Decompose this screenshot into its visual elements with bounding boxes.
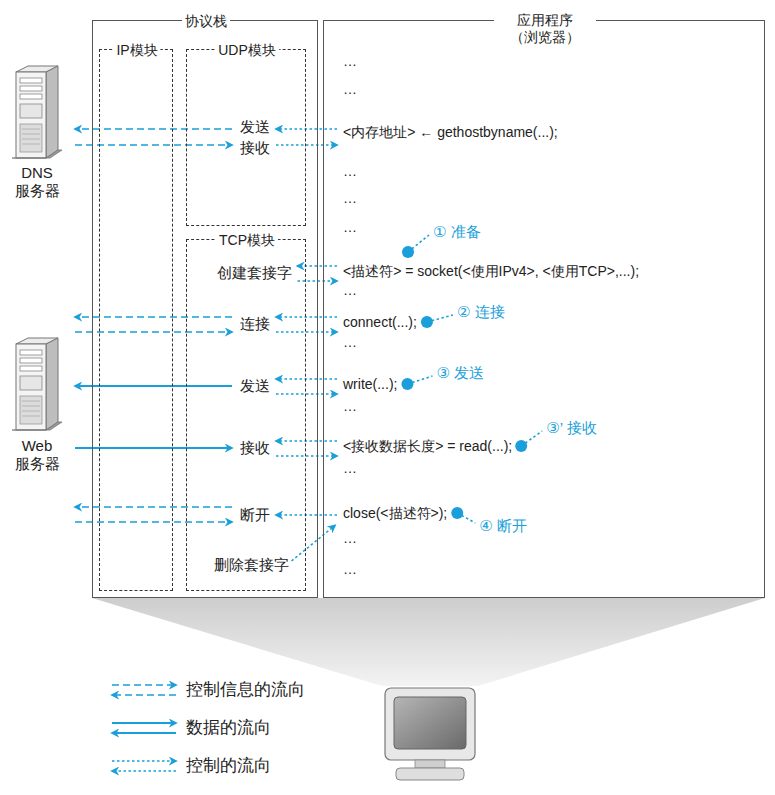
- monitor-body: [385, 688, 475, 760]
- monitor-neck: [415, 760, 445, 768]
- server-node: DNS 服务器: [5, 62, 73, 202]
- legend-sample: [112, 732, 176, 734]
- callout-dot: [421, 316, 433, 328]
- step-label: 发送: [240, 118, 270, 136]
- code-line: …: [343, 282, 357, 299]
- step-label: 删除套接字: [214, 556, 289, 574]
- control-info-arrow: [75, 506, 232, 508]
- code-line: write(...);: [343, 376, 397, 393]
- step-label: 连接: [240, 315, 270, 333]
- control-arrow: [276, 393, 337, 395]
- callout-dot: [402, 246, 414, 258]
- callout-label: ③’ 接收: [546, 419, 596, 437]
- server-icon: [12, 338, 62, 430]
- code-line: close(<描述符>);: [343, 505, 447, 522]
- control-arrow: [276, 316, 337, 318]
- control-arrow: [276, 128, 337, 130]
- control-arrow: [276, 440, 337, 442]
- data-arrow: [75, 385, 232, 387]
- code-line: …: [343, 561, 357, 578]
- code-line: <接收数据长度> = read(...);: [343, 438, 512, 455]
- monitor-screen: [394, 697, 466, 749]
- legend-sample: [112, 684, 176, 686]
- step-label: 断开: [240, 506, 270, 524]
- module-box: UDP模块发送接收: [186, 49, 306, 226]
- control-info-arrow: [75, 128, 232, 130]
- application-box: 应用程序 （浏览器）……<内存地址> ← gethostbyname(...);…: [323, 20, 765, 598]
- module-box: IP模块: [99, 49, 173, 591]
- control-arrow: [276, 331, 337, 333]
- step-label: 接收: [240, 139, 270, 157]
- module-box: TCP模块创建套接字连接发送接收断开删除套接字: [186, 239, 306, 591]
- protocol-stack-box: 协议栈IP模块UDP模块发送接收TCP模块创建套接字连接发送接收断开删除套接字: [92, 20, 318, 598]
- legend-sample: [112, 694, 176, 696]
- code-line: …: [343, 334, 357, 351]
- code-line: …: [343, 219, 357, 236]
- step-label: 接收: [240, 439, 270, 457]
- step-label: 创建套接字: [217, 264, 292, 282]
- box-title: 应用程序 （浏览器）: [494, 12, 596, 46]
- data-arrow: [75, 447, 232, 449]
- box-title: 协议栈: [182, 13, 230, 30]
- control-arrow: [298, 265, 338, 267]
- code-line: <描述符> = socket(<使用IPv4>, <使用TCP>,...);: [343, 263, 639, 280]
- server-icon: [12, 66, 62, 158]
- code-line: …: [343, 81, 357, 98]
- box-title: UDP模块: [215, 42, 279, 59]
- code-line: …: [343, 530, 357, 547]
- code-line: <内存地址> ← gethostbyname(...);: [343, 124, 558, 141]
- legend-label: 数据的流向: [186, 718, 271, 738]
- server-label: Web 服务器: [6, 437, 68, 473]
- box-title: TCP模块: [216, 232, 278, 249]
- callout-dot: [401, 378, 413, 390]
- callout-label: ① 准备: [433, 223, 481, 241]
- code-line: …: [343, 460, 357, 477]
- code-line: …: [343, 398, 357, 415]
- control-arrow: [298, 280, 338, 282]
- legend-label: 控制信息的流向: [186, 680, 305, 700]
- control-info-arrow: [75, 521, 232, 523]
- server-node: Web 服务器: [5, 300, 73, 480]
- control-arrow: [276, 514, 337, 516]
- control-info-arrow: [75, 331, 232, 333]
- server-label: DNS 服务器: [6, 164, 68, 200]
- callout-label: ② 连接: [457, 303, 505, 321]
- control-info-arrow: [75, 144, 232, 146]
- control-arrow: [276, 455, 337, 457]
- code-line: …: [343, 190, 357, 207]
- code-line: connect(...);: [343, 314, 417, 331]
- callout-label: ④ 断开: [479, 517, 527, 535]
- code-line: …: [343, 53, 357, 70]
- legend-sample: [112, 770, 176, 772]
- monitor-base: [396, 768, 464, 780]
- callout-dot: [451, 507, 463, 519]
- control-arrow: [276, 144, 337, 146]
- code-line: …: [343, 163, 357, 180]
- control-info-arrow: [75, 316, 232, 318]
- legend-sample: [112, 722, 176, 724]
- callout-label: ③ 发送: [436, 364, 484, 382]
- step-label: 发送: [240, 377, 270, 395]
- legend-sample: [112, 760, 176, 762]
- control-arrow: [276, 378, 337, 380]
- callout-dot: [515, 440, 527, 452]
- zoom-shade: [92, 598, 765, 686]
- box-title: IP模块: [113, 42, 160, 59]
- legend-label: 控制的流向: [186, 756, 271, 776]
- control-arrow: [292, 525, 336, 561]
